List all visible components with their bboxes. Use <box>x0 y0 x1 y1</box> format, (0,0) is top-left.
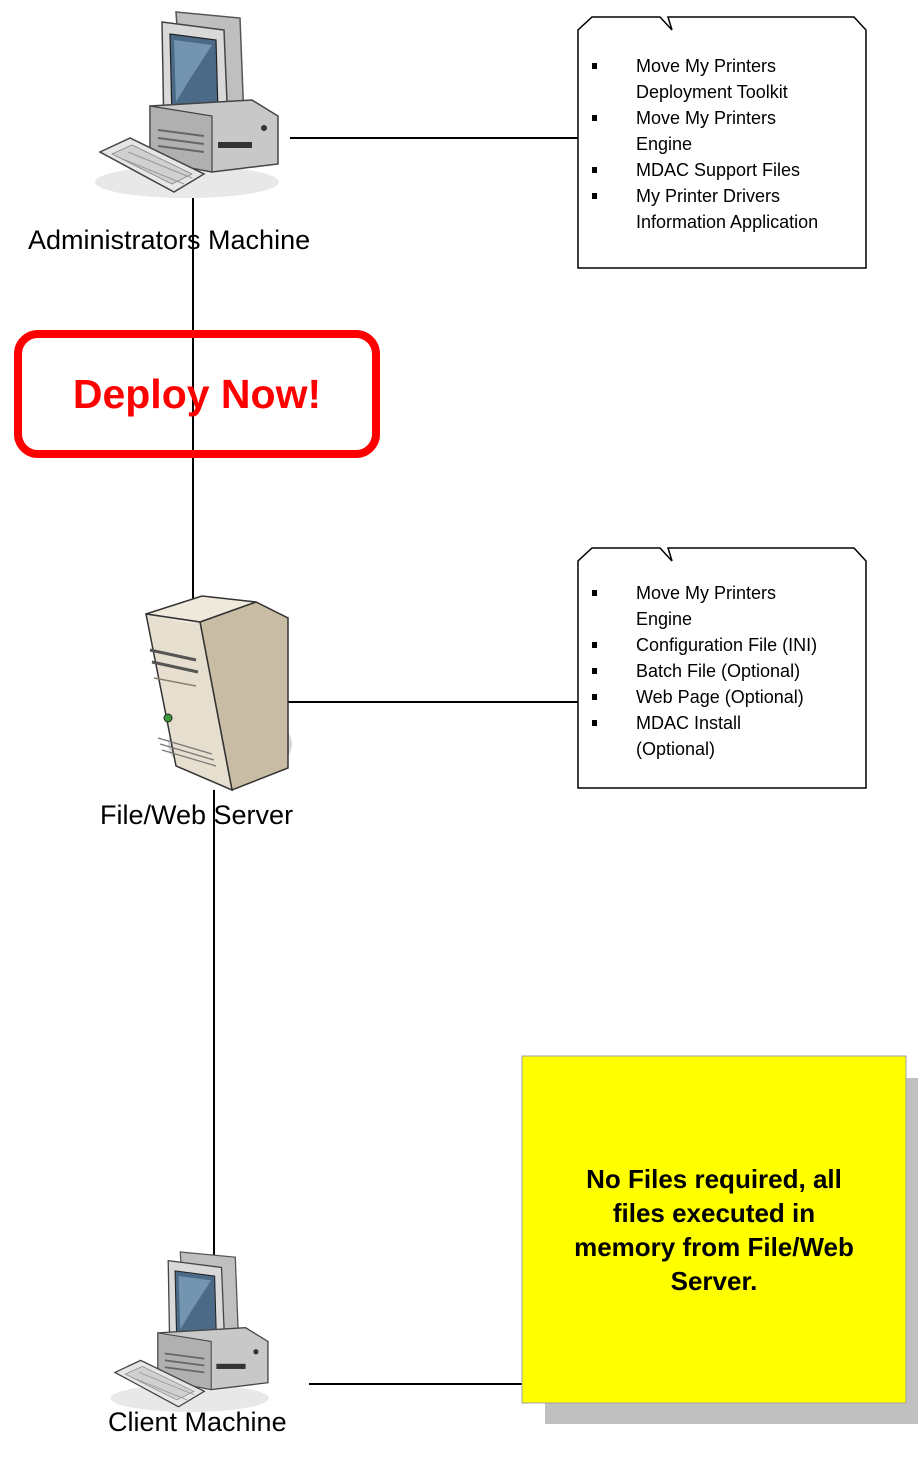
list-item: MDAC Install(Optional) <box>577 710 867 762</box>
client-machine-label: Client Machine <box>108 1407 287 1437</box>
client-note-line: No Files required, all <box>586 1163 842 1194</box>
list-item: Batch File (Optional) <box>577 658 867 684</box>
server-label: File/Web Server <box>100 800 294 830</box>
list-item: Configuration File (INI) <box>577 632 867 658</box>
client-note-line: Server. <box>670 1265 758 1296</box>
client-note: No Files required, all files executed in… <box>522 1058 906 1401</box>
server-files-box <box>577 547 867 789</box>
client-note-line: files executed in <box>612 1197 816 1228</box>
list-item: MDAC Support Files <box>577 157 867 183</box>
client-note-box <box>521 1055 907 1404</box>
admin-machine-label: Administrators Machine <box>28 225 311 255</box>
list-item: Web Page (Optional) <box>577 684 867 710</box>
server-tower-icon <box>145 595 292 792</box>
deploy-now-button[interactable]: Deploy Now! <box>14 330 380 458</box>
client-note-line: memory from File/Web <box>574 1231 854 1262</box>
deploy-now-label: Deploy Now! <box>72 370 322 417</box>
client-computer-icon <box>110 1251 269 1412</box>
admin-computer-icon <box>95 11 279 198</box>
admin-files-box <box>577 16 867 269</box>
